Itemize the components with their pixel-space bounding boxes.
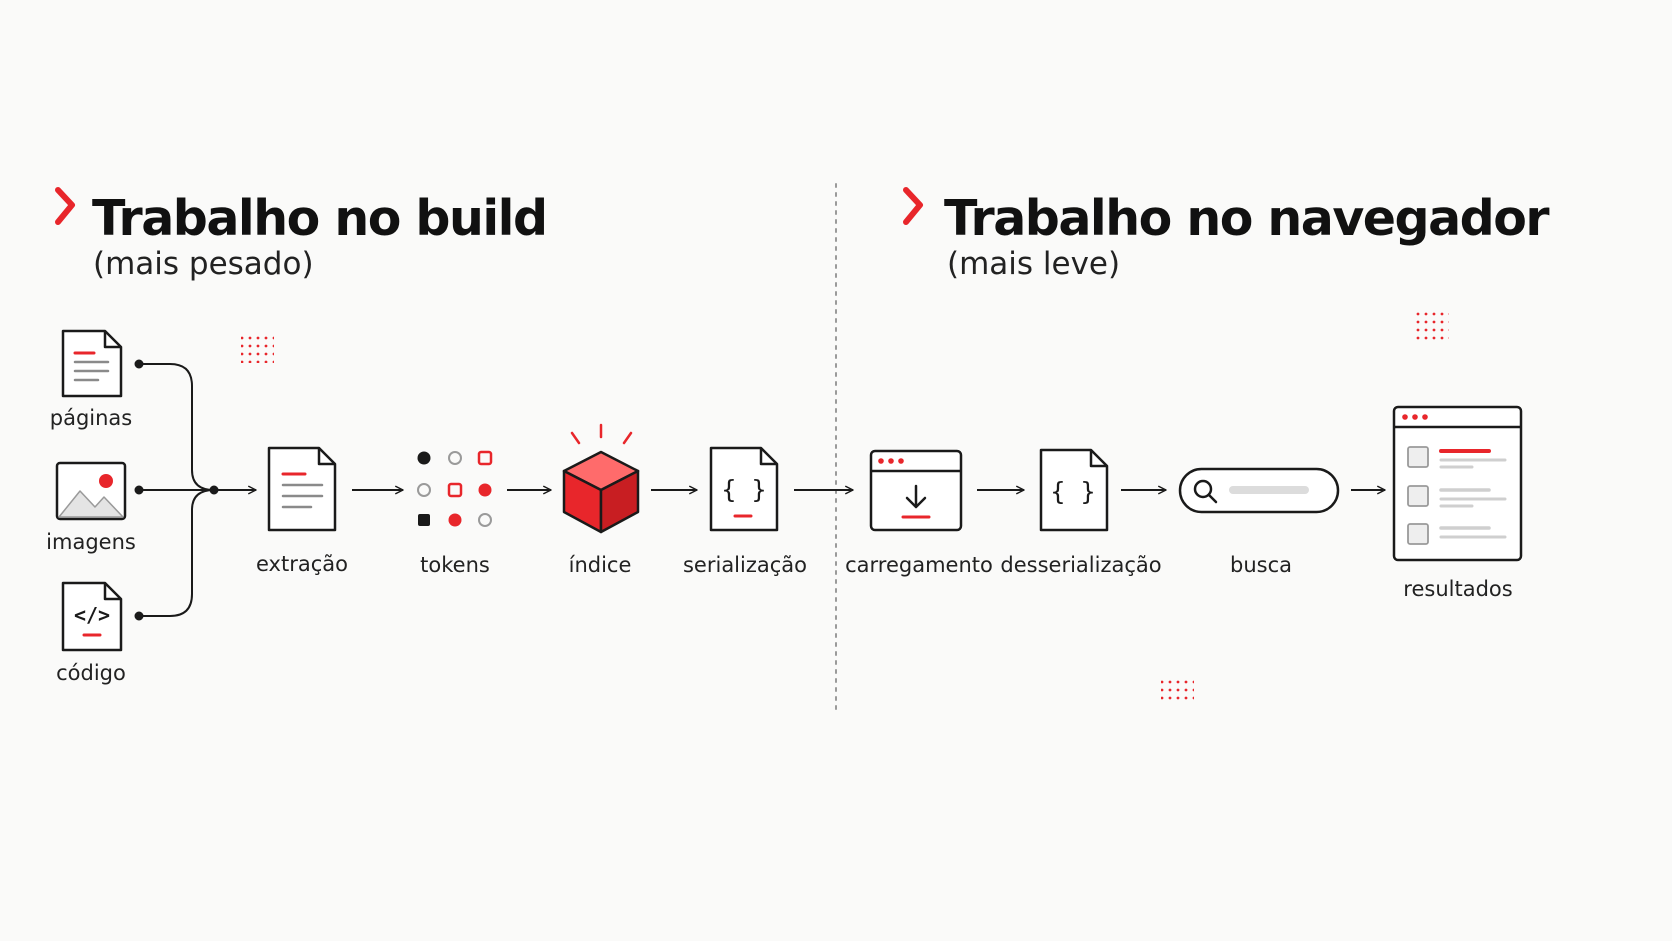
tokens-grid-icon — [417, 450, 493, 527]
json-file-icon: { } — [709, 446, 779, 532]
code-file-icon: </> — [61, 581, 123, 652]
page-document-icon — [61, 329, 123, 398]
cube-icon — [562, 423, 640, 534]
decorative-dot-grid — [1416, 312, 1449, 340]
step-label-search: busca — [1230, 553, 1292, 577]
svg-text:</>: </> — [74, 603, 110, 627]
chevron-accent-icon — [55, 187, 75, 225]
decorative-dot-grid — [1161, 676, 1194, 704]
chevron-accent-icon — [903, 187, 923, 225]
results-window-icon — [1392, 405, 1523, 562]
browser-section-title: Trabalho no navegador — [944, 190, 1550, 247]
svg-text:{ }: { } — [1050, 477, 1095, 506]
source-label-code: código — [56, 661, 126, 685]
step-label-index: índice — [568, 553, 632, 577]
image-icon — [55, 461, 127, 521]
step-label-serialization: serialização — [682, 553, 808, 577]
step-label-tokens: tokens — [420, 553, 490, 577]
step-label-deserialization: desserialização — [1000, 553, 1162, 577]
document-icon — [267, 446, 337, 532]
search-bar-icon — [1178, 467, 1340, 514]
step-label-loading: carregamento — [845, 553, 993, 577]
step-label-results: resultados — [1403, 577, 1513, 601]
build-section-subtitle: (mais pesado) — [93, 246, 314, 282]
svg-text:{ }: { } — [721, 475, 766, 504]
decorative-dot-grid — [241, 335, 274, 363]
build-section-title: Trabalho no build — [92, 190, 548, 247]
source-label-images: imagens — [46, 530, 136, 554]
json-file-icon: { } — [1039, 448, 1109, 532]
step-label-extraction: extração — [256, 552, 348, 576]
source-label-pages: páginas — [49, 406, 133, 430]
download-window-icon — [869, 449, 963, 532]
browser-section-subtitle: (mais leve) — [947, 246, 1121, 282]
merge-connectors — [134, 359, 257, 621]
